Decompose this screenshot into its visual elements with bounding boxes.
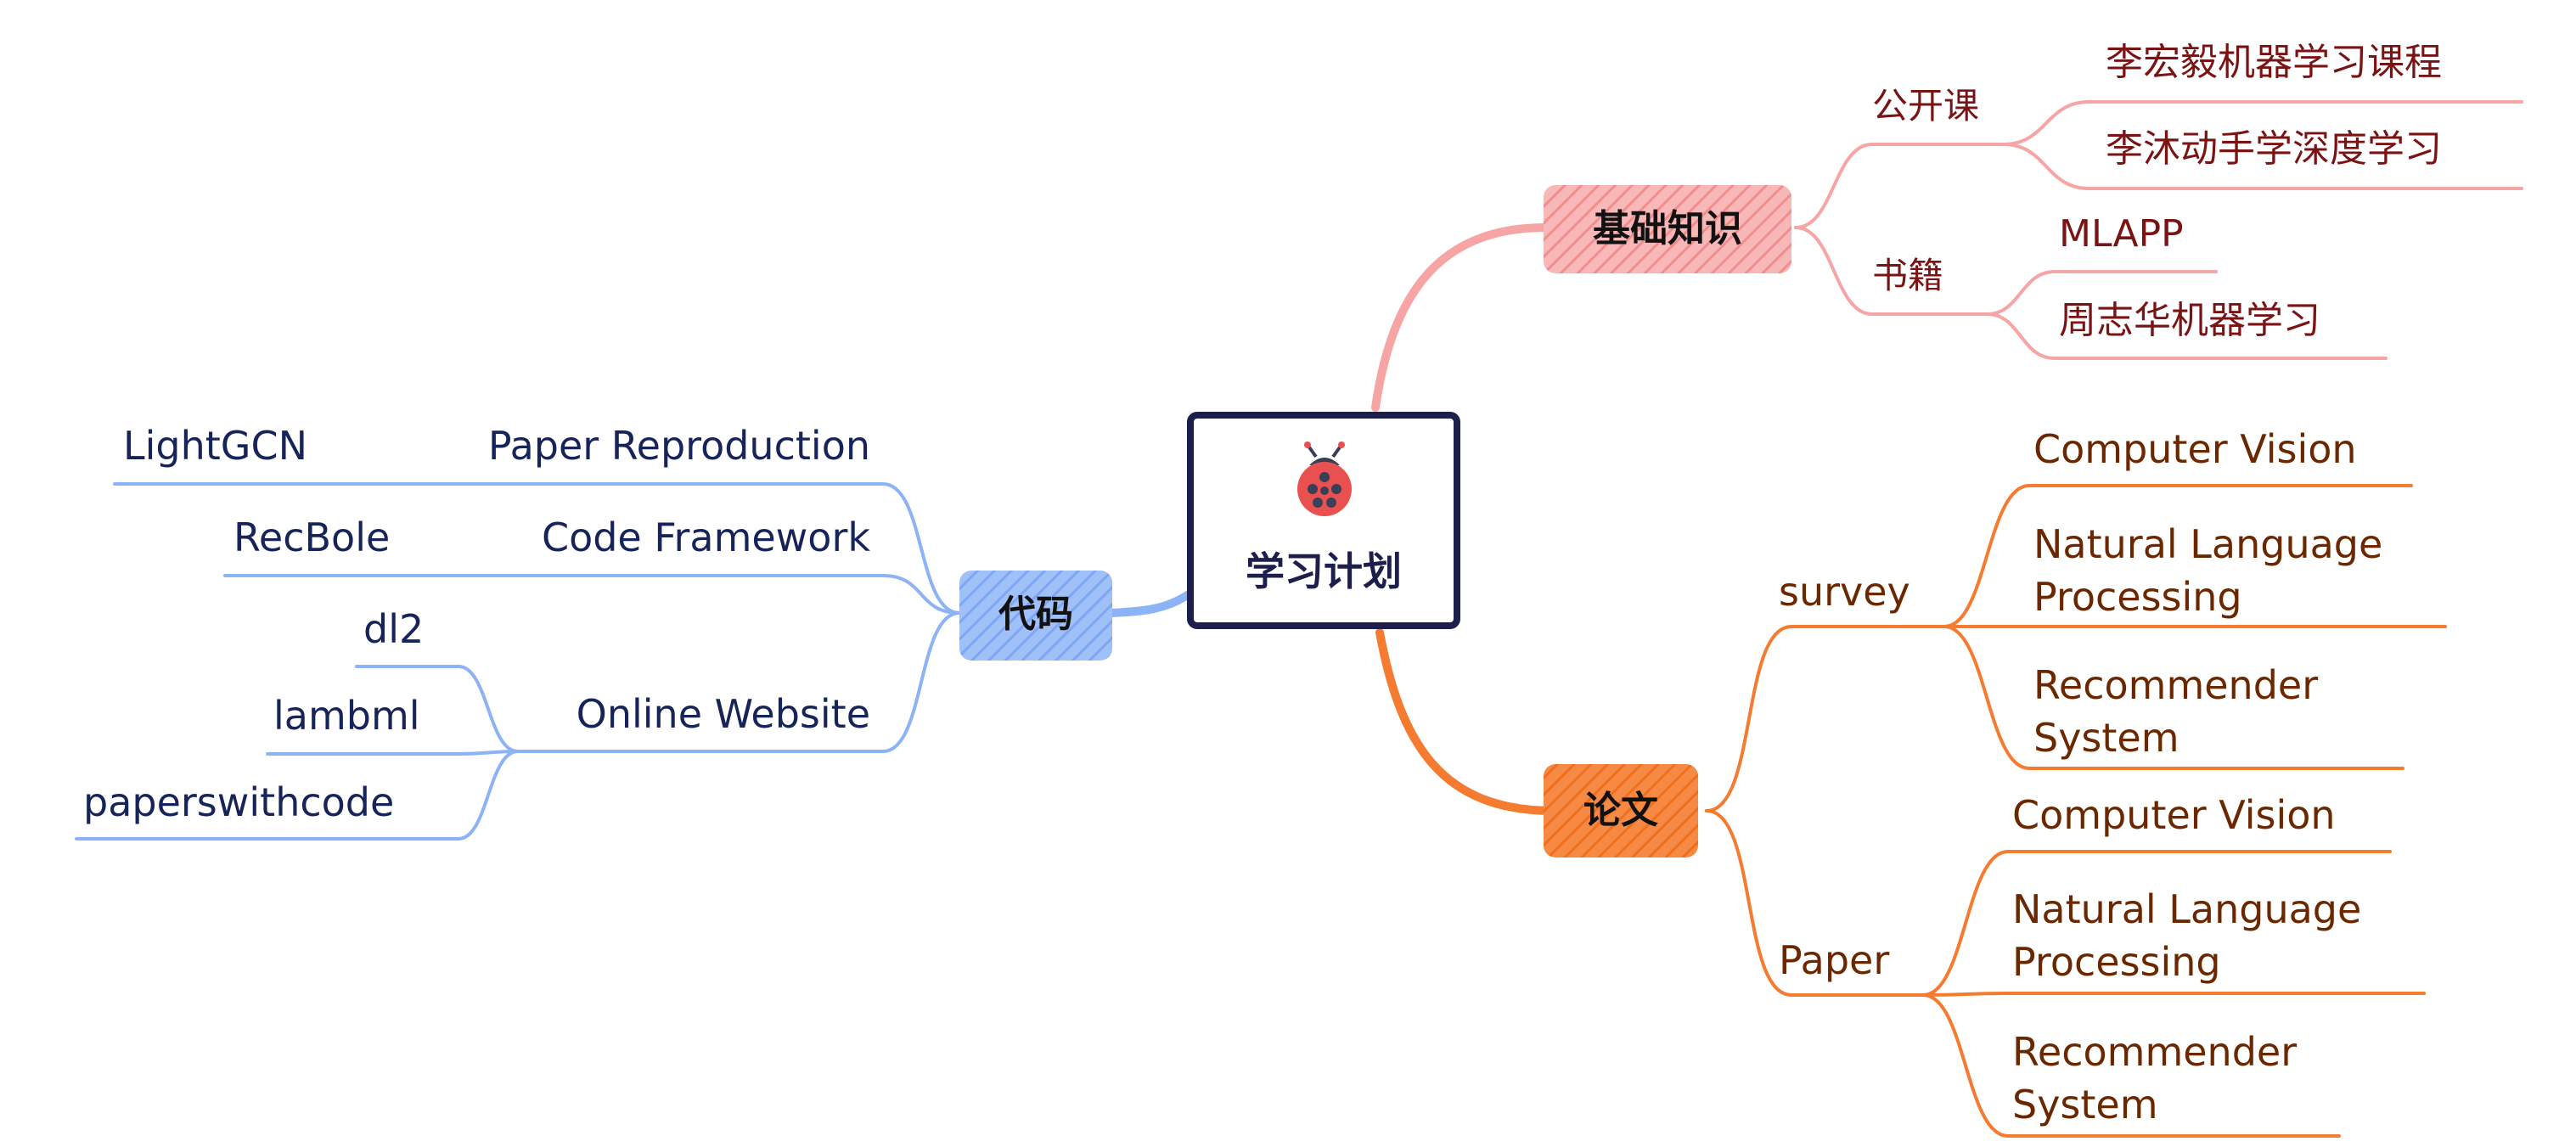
papers-node[interactable]: 论文 <box>1583 789 1658 832</box>
papers-branch-survey[interactable]: survey <box>1779 569 1910 615</box>
connector-survey-c3 <box>1943 625 2404 770</box>
connector-courses-c2 <box>2002 143 2523 190</box>
connector-courses-c1 <box>2002 100 2523 146</box>
connector-basics-books <box>1794 226 1988 316</box>
ladybug-icon <box>1297 441 1352 516</box>
code-leaf-lambml[interactable]: lambml <box>273 693 420 739</box>
connector-paper-c1 <box>1921 850 2392 997</box>
basics-branch-books[interactable]: 书籍 <box>1872 255 1944 296</box>
connector-papers-survey <box>1705 625 1946 812</box>
connector-paper-c2 <box>1921 992 2426 997</box>
basics-leaf-book-2[interactable]: 周志华机器学习 <box>2059 299 2320 342</box>
code-branch-website[interactable]: Online Website <box>576 691 870 737</box>
code-leaf-paperswithcode[interactable]: paperswithcode <box>83 779 395 825</box>
code-branch-reproduction[interactable]: Paper Reproduction <box>487 423 870 469</box>
basics-node-fill <box>1544 185 1791 273</box>
papers-branch-paper[interactable]: Paper <box>1779 937 1890 983</box>
connector-paper-c3 <box>1921 993 2341 1138</box>
paper-leaf-nlp[interactable]: Natural Language Processing <box>2012 886 2362 985</box>
papers-node-fill <box>1544 764 1698 857</box>
connector-code-website <box>516 611 961 753</box>
root-label: 学习计划 <box>1246 548 1402 594</box>
survey-leaf-recsys[interactable]: Recommender System <box>2033 662 2319 761</box>
connector-books-c2 <box>1985 312 2388 360</box>
basics-leaf-book-1[interactable]: MLAPP <box>2059 212 2184 256</box>
survey-leaf-nlp[interactable]: Natural Language Processing <box>2033 521 2383 620</box>
connector-website-dl2 <box>355 665 520 753</box>
connector-survey-c1 <box>1943 484 2413 628</box>
code-node-fill <box>959 571 1112 661</box>
basics-branch-courses[interactable]: 公开课 <box>1872 85 1980 127</box>
connector-basics-courses <box>1794 143 2005 229</box>
basics-leaf-course-2[interactable]: 李沐动手学深度学习 <box>2106 127 2442 171</box>
connector-books-c1 <box>1985 270 2218 316</box>
code-leaf-recbole[interactable]: RecBole <box>233 514 391 560</box>
connector-root-code <box>1108 590 1193 617</box>
survey-leaf-cv[interactable]: Computer Vision <box>2033 426 2357 472</box>
connector-code-reproduction <box>427 482 961 615</box>
connector-root-basics <box>1371 223 1550 412</box>
connector-code-framework <box>491 574 961 615</box>
paper-leaf-cv[interactable]: Computer Vision <box>2012 792 2336 838</box>
connector-website-pwc <box>75 750 520 841</box>
connector-website-lambml <box>266 750 520 756</box>
code-leaf-dl2[interactable]: dl2 <box>363 606 425 652</box>
code-branch-framework[interactable]: Code Framework <box>541 514 870 560</box>
connector-root-papers <box>1375 628 1558 815</box>
root-node[interactable] <box>1187 412 1460 629</box>
basics-node[interactable]: 基础知识 <box>1593 207 1742 250</box>
connector-papers-paper <box>1705 809 1925 997</box>
code-node[interactable]: 代码 <box>998 593 1073 636</box>
basics-leaf-course-1[interactable]: 李宏毅机器学习课程 <box>2106 41 2442 84</box>
code-leaf-lightgcn[interactable]: LightGCN <box>123 423 307 469</box>
paper-leaf-recsys[interactable]: Recommender System <box>2012 1029 2298 1127</box>
